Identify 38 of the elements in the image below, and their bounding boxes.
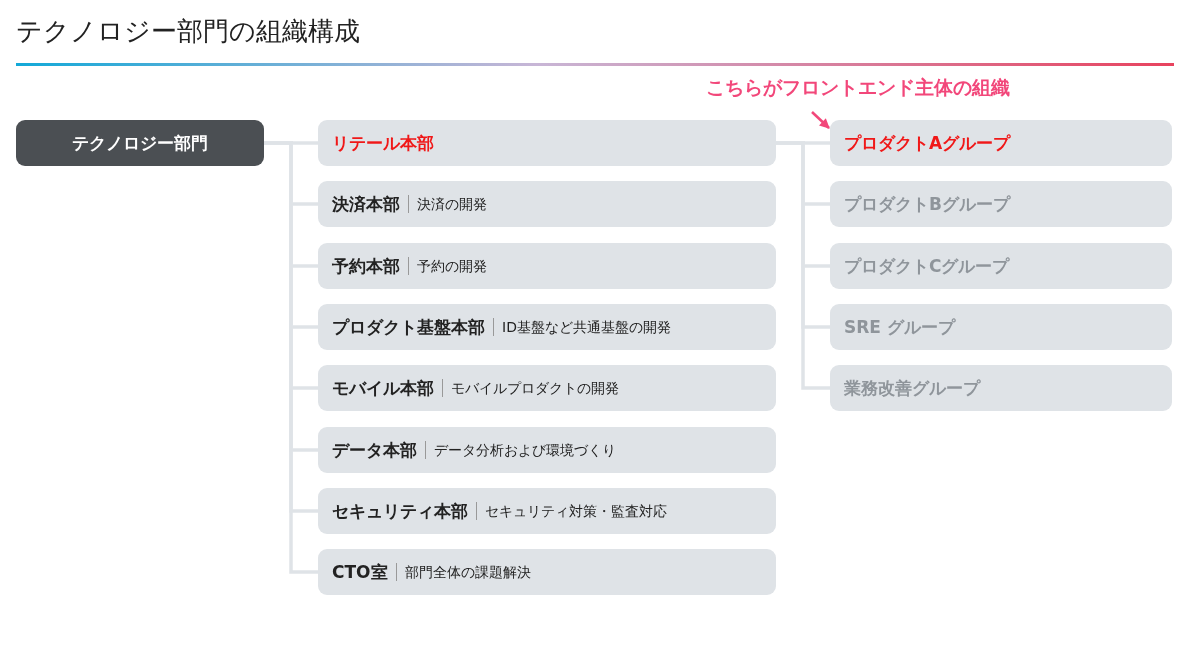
unit-name: リテール本部 [332, 131, 434, 155]
unit-box [318, 549, 776, 595]
unit-box [830, 243, 1172, 289]
unit-name: CTO室 [332, 560, 388, 584]
unit-description: 決済の開発 [408, 195, 487, 213]
unit-name: SRE グループ [844, 315, 955, 339]
callout-text: こちらがフロントエンド主体の組織 [706, 72, 1076, 102]
unit-box [318, 427, 776, 473]
unit-box [318, 120, 776, 166]
department-name: テクノロジー部門 [72, 131, 208, 155]
page-title: テクノロジー部門の組織構成 [16, 15, 360, 48]
unit-box [318, 304, 776, 350]
unit-name: プロダクトAグループ [844, 131, 1011, 155]
unit-box [830, 181, 1172, 227]
unit-description: 予約の開発 [408, 257, 487, 275]
unit-name: プロダクトBグループ [844, 192, 1010, 216]
unit-description: セキュリティ対策・監査対応 [476, 502, 667, 520]
unit-box [830, 304, 1172, 350]
unit-name: プロダクト基盤本部 [332, 315, 485, 339]
unit-box [318, 365, 776, 411]
unit-description: データ分析および環境づくり [425, 441, 616, 459]
unit-box [318, 488, 776, 534]
unit-name: プロダクトCグループ [844, 254, 1010, 278]
unit-name: 決済本部 [332, 192, 400, 216]
arrow [811, 111, 830, 129]
unit-name: 業務改善グループ [844, 376, 980, 400]
unit-description: 部門全体の課題解決 [395, 563, 531, 581]
unit-box [318, 181, 776, 227]
department-box [16, 120, 264, 166]
unit-description: ID基盤など共通基盤の開発 [493, 318, 671, 336]
unit-box [318, 243, 776, 289]
unit-description: モバイルプロダクトの開発 [442, 379, 619, 397]
unit-name: 予約本部 [332, 254, 400, 278]
unit-box [830, 365, 1172, 411]
unit-name: モバイル本部 [332, 376, 434, 400]
unit-name: セキュリティ本部 [332, 499, 468, 523]
unit-box [830, 120, 1172, 166]
unit-name: データ本部 [332, 438, 417, 462]
